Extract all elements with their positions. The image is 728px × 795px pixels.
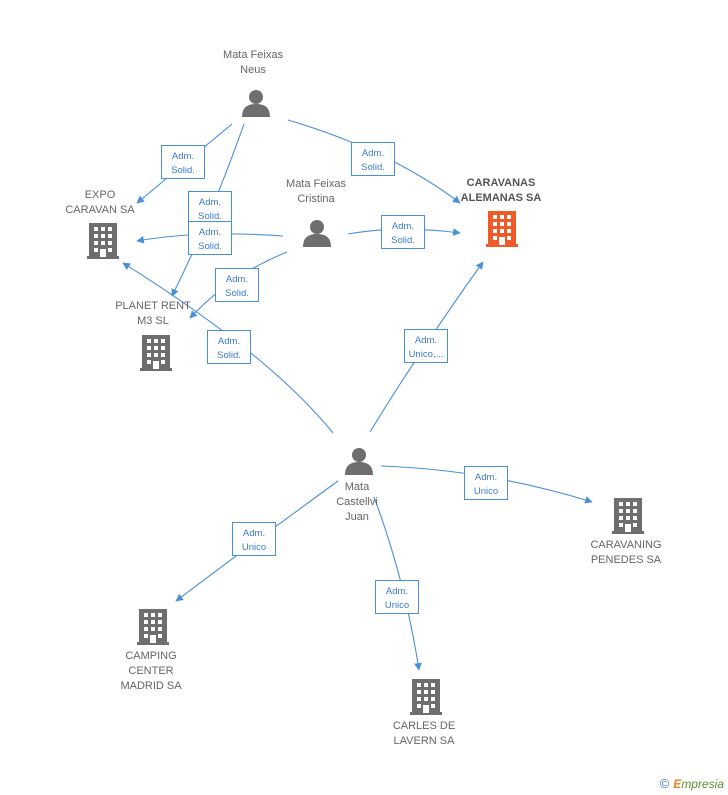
edge-label-line: Unico xyxy=(385,600,409,611)
node-label: Neus xyxy=(240,64,266,76)
edge-label-cristina-caravanas[interactable]: Adm. Solid. xyxy=(381,215,425,249)
edge-label-line: Adm. xyxy=(218,336,240,347)
edge-label-line: Solid. xyxy=(225,288,249,299)
node-label: Mata xyxy=(345,481,370,493)
node-label: ALEMANAS SA xyxy=(461,192,542,204)
node-label: CAMPING xyxy=(125,650,176,662)
edge-label-line: Solid. xyxy=(217,350,241,361)
node-label: PENEDES SA xyxy=(591,554,662,566)
edge-label-cristina-expo[interactable]: Adm. Solid. xyxy=(188,221,232,255)
edge-label-line: Adm. xyxy=(475,472,497,483)
node-caravaning[interactable]: CARAVANING PENEDES SA xyxy=(590,498,662,566)
edge-label-line: Solid. xyxy=(391,235,415,246)
node-planet[interactable]: PLANET RENT M3 SL xyxy=(115,300,191,371)
edge-label-juan-camping[interactable]: Adm. Unico xyxy=(232,522,276,556)
node-label: PLANET RENT xyxy=(115,300,191,312)
edge-label-line: Adm. xyxy=(362,148,384,159)
edge-label-neus-caravanas[interactable]: Adm. Solid. xyxy=(351,142,395,176)
company-building-icon xyxy=(140,335,172,371)
node-label: CARAVANING xyxy=(590,539,661,551)
edge-label-line: Adm. xyxy=(199,227,221,238)
edge-label-line: Unico xyxy=(242,542,266,553)
node-camping[interactable]: CAMPING CENTER MADRID SA xyxy=(120,609,182,692)
company-building-icon xyxy=(612,498,644,534)
edge-label-line: Adm. xyxy=(386,586,408,597)
edge-label-juan-caravanas[interactable]: Adm. Unico,... xyxy=(404,329,448,363)
edge-label-line: Adm. xyxy=(172,151,194,162)
edge-label-juan-caravaning[interactable]: Adm. Unico xyxy=(464,466,508,500)
edge-label-juan-expo[interactable]: Adm. Solid. xyxy=(207,330,251,364)
edge-label-line: Adm. xyxy=(392,221,414,232)
person-icon xyxy=(242,90,270,117)
brand-name: mpresia xyxy=(681,777,724,791)
node-label: EXPO xyxy=(85,189,116,201)
node-label: MADRID SA xyxy=(120,680,182,692)
node-label: Castellvi xyxy=(336,496,378,508)
edge-label-line: Adm. xyxy=(415,335,437,346)
edge-label-line: Adm. xyxy=(199,197,221,208)
main-company-building-icon xyxy=(486,211,518,247)
edge-label-neus-planet[interactable]: Adm. Solid. xyxy=(188,191,232,225)
footer-brand: ©Empresia xyxy=(660,776,724,791)
brand-initial: E xyxy=(673,777,682,791)
node-label: CARAVAN SA xyxy=(65,204,135,216)
node-label: Mata Feixas xyxy=(286,178,346,190)
edge-label-line: Unico,... xyxy=(409,349,444,360)
company-building-icon xyxy=(137,609,169,645)
edge-label-line: Adm. xyxy=(226,274,248,285)
edge-label-line: Solid. xyxy=(361,162,385,173)
edge-label-juan-carles[interactable]: Adm. Unico xyxy=(375,580,419,614)
node-label: Juan xyxy=(345,511,369,523)
node-label: CENTER xyxy=(128,665,173,677)
edge-label-line: Solid. xyxy=(198,241,222,252)
node-label: Cristina xyxy=(297,193,335,205)
copyright-icon: © xyxy=(659,776,670,791)
node-label: CARLES DE xyxy=(393,720,455,732)
node-label: Mata Feixas xyxy=(223,49,283,61)
person-icon xyxy=(303,220,331,247)
company-building-icon xyxy=(410,679,442,715)
node-caravanas[interactable]: CARAVANAS ALEMANAS SA xyxy=(461,177,542,247)
edge-label-line: Unico xyxy=(474,486,498,497)
node-label: M3 SL xyxy=(137,315,169,327)
edge-label-line: Solid. xyxy=(171,165,195,176)
edge-label-cristina-planet[interactable]: Adm. Solid. xyxy=(215,268,259,302)
edge-label-neus-expo[interactable]: Adm. Solid. xyxy=(161,145,205,179)
node-label: LAVERN SA xyxy=(394,735,456,747)
person-icon xyxy=(345,448,373,475)
edge-label-line: Adm. xyxy=(243,528,265,539)
node-label: CARAVANAS xyxy=(467,177,536,189)
node-expo[interactable]: EXPO CARAVAN SA xyxy=(65,189,135,259)
edge-label-line: Solid. xyxy=(198,211,222,222)
node-carles[interactable]: CARLES DE LAVERN SA xyxy=(393,679,455,747)
company-building-icon xyxy=(87,223,119,259)
